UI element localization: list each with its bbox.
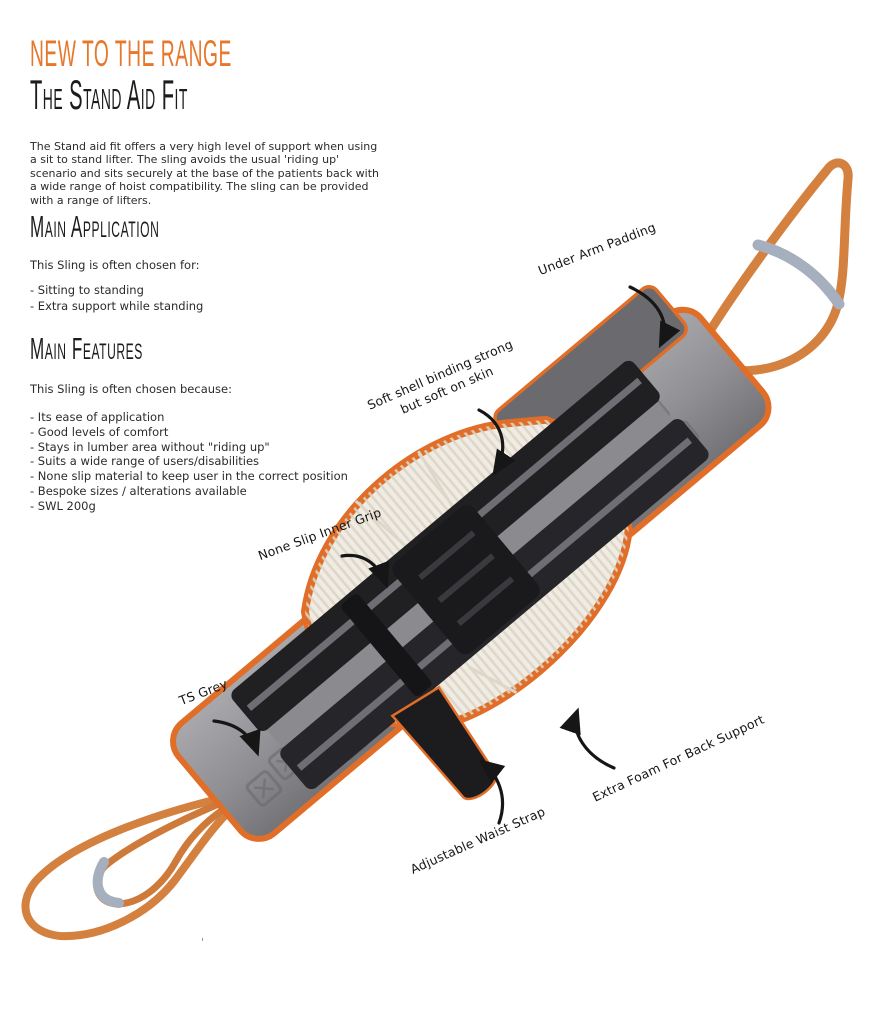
list-item: - Good levels of comfort xyxy=(30,424,169,439)
main-features-heading: Main Features xyxy=(30,331,143,366)
main-application-heading: Main Application xyxy=(30,209,160,244)
adjustable-waist-straps xyxy=(231,360,709,801)
sling-body xyxy=(170,285,772,842)
loop-padding-grey xyxy=(752,239,845,310)
main-features-list: - Its ease of application - Good levels … xyxy=(30,410,348,514)
list-item: - Its ease of application xyxy=(30,410,165,424)
main-features-lead: This Sling is often chosen because: xyxy=(30,382,232,396)
list-item: - Bespoke sizes / alterations available xyxy=(30,483,247,498)
range-badge: NEW TO THE RANGE xyxy=(30,33,232,74)
stray-mark: ' xyxy=(201,936,205,949)
arrow-under-arm-padding xyxy=(628,285,681,349)
list-item: - Extra support while standing xyxy=(30,298,204,313)
loop-padding-grey xyxy=(92,857,124,908)
arrow-adjustable-waist-strap xyxy=(478,759,506,825)
arrow-soft-shell-binding xyxy=(477,408,516,477)
main-application-lead: This Sling is often chosen for: xyxy=(30,258,200,272)
intro-paragraph: The Stand aid fit offers a very high lev… xyxy=(30,140,380,207)
page-title: The Stand Aid Fit xyxy=(30,71,188,118)
list-item: - Sitting to standing xyxy=(30,283,144,297)
arrow-ts-grey xyxy=(212,719,261,757)
list-item: - SWL 200g xyxy=(30,498,96,513)
list-item: - Suits a wide range of users/disabiliti… xyxy=(30,454,260,469)
arrow-extra-foam-back-support xyxy=(559,707,616,770)
list-item: - None slip material to keep user in the… xyxy=(30,469,348,484)
list-item: - Stays in lumber area without "riding u… xyxy=(30,439,270,454)
leg-loop-bottom-left xyxy=(21,791,239,941)
arrow-none-slip-inner-grip xyxy=(340,553,390,589)
shoulder-loop-top-right xyxy=(692,158,853,376)
main-application-list: - Sitting to standing - Extra support wh… xyxy=(30,283,203,314)
annotation-arrows xyxy=(212,285,681,825)
